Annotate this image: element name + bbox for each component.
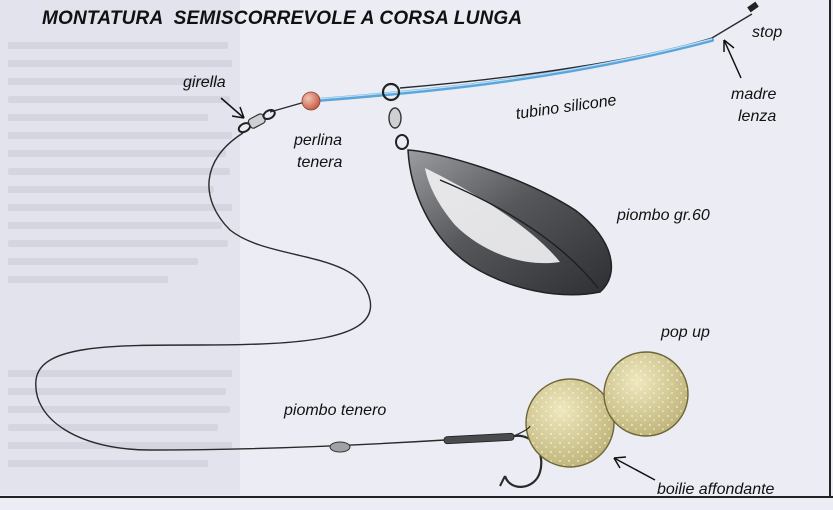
label-perlina: perlina	[294, 132, 343, 149]
stop-marker	[747, 1, 759, 13]
label-pop-up: pop up	[661, 324, 710, 341]
label-arrows	[220, 39, 742, 481]
label-piombo-tenero: piombo tenero	[284, 402, 387, 419]
label-tenera: tenera	[297, 154, 343, 171]
soft-lead	[329, 441, 351, 453]
diagram-title: MONTATURA SEMISCORREVOLE A CORSA LUNGA	[42, 8, 523, 29]
silicone-tube	[316, 38, 714, 102]
label-girella: girella	[183, 74, 226, 91]
lead-weight	[407, 149, 613, 296]
boilie-pop-up	[603, 351, 689, 437]
label-madre: madre	[731, 86, 777, 103]
hook-link	[35, 132, 446, 451]
frame-bottom	[0, 496, 833, 498]
lead-swivel	[381, 82, 409, 150]
hook-sleeve	[443, 432, 515, 445]
label-boilie-affondante: boilie affondante	[657, 481, 775, 498]
swivel	[237, 108, 276, 134]
label-piombo: piombo gr.60	[617, 207, 710, 224]
boilie-sinking	[525, 378, 615, 468]
label-stop: stop	[752, 24, 783, 41]
label-lenza: lenza	[738, 108, 777, 125]
frame-right	[829, 0, 831, 498]
bead	[301, 91, 321, 111]
background-text-column	[0, 0, 240, 495]
